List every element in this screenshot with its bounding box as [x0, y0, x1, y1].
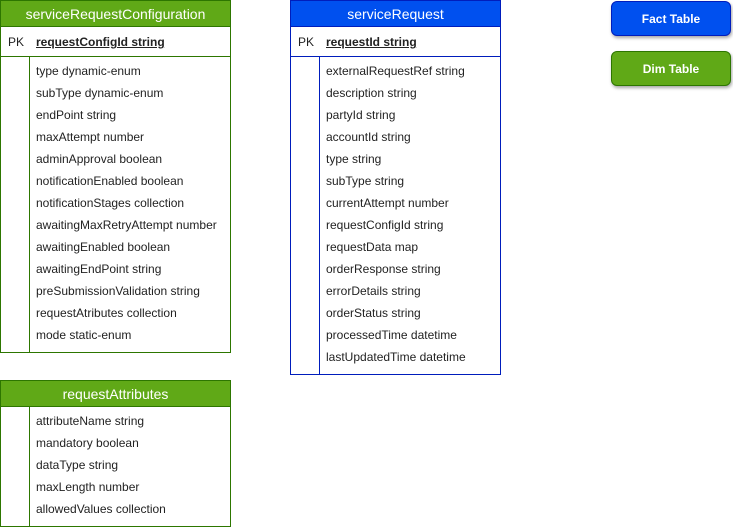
table-field: allowedValues collection: [36, 502, 166, 516]
legend-dim-table: Dim Table: [611, 51, 731, 86]
table-field: subType string: [326, 174, 405, 188]
table-request-attributes[interactable]: requestAttributes attributeName string ma…: [0, 380, 231, 527]
field-list: type dynamic-enum subType dynamic-enum end…: [1, 57, 230, 352]
field-list: externalRequestRef string description str…: [291, 57, 500, 374]
table-field: notificationEnabled boolean: [36, 174, 184, 188]
table-field: description string: [326, 86, 417, 100]
table-field: lastUpdatedTime datetime: [326, 350, 466, 364]
table-field: maxAttempt number: [36, 130, 145, 144]
table-service-request-configuration[interactable]: serviceRequestConfiguration PK requestCo…: [0, 0, 231, 353]
table-field: mandatory boolean: [36, 436, 139, 450]
table-field: awaitingEndPoint string: [36, 262, 162, 276]
table-title: requestAttributes: [1, 381, 230, 407]
table-field: maxLength number: [36, 480, 140, 494]
table-field: mode static-enum: [36, 328, 132, 342]
pk-field: requestId string: [326, 35, 417, 49]
table-field: preSubmissionValidation string: [36, 284, 200, 298]
primary-key-row: PK requestConfigId string: [1, 27, 230, 57]
table-field: orderResponse string: [326, 262, 441, 276]
primary-key-row: PK requestId string: [291, 27, 500, 57]
table-field: externalRequestRef string: [326, 64, 465, 78]
table-field: attributeName string: [36, 414, 145, 428]
table-field: dataType string: [36, 458, 119, 472]
field-list: attributeName string mandatory boolean dat…: [1, 407, 230, 526]
table-title: serviceRequest: [291, 1, 500, 27]
table-field: requestConfigId string: [326, 218, 444, 232]
table-field: notificationStages collection: [36, 196, 185, 210]
column-divider: [29, 57, 30, 352]
table-title: serviceRequestConfiguration: [1, 1, 230, 27]
table-field: adminApproval boolean: [36, 152, 163, 166]
table-service-request[interactable]: serviceRequest PK requestId string exter…: [290, 0, 501, 375]
table-field: accountId string: [326, 130, 411, 144]
pk-label: PK: [297, 35, 314, 49]
table-field: awaitingEnabled boolean: [36, 240, 171, 254]
table-field: processedTime datetime: [326, 328, 457, 342]
table-field: requestAtributes collection: [36, 306, 177, 320]
table-field: errorDetails string: [326, 284, 421, 298]
pk-field: requestConfigId string: [36, 35, 165, 49]
table-field: orderStatus string: [326, 306, 421, 320]
table-field: subType dynamic-enum: [36, 86, 164, 100]
table-field: awaitingMaxRetryAttempt number: [36, 218, 217, 232]
table-field: type string: [326, 152, 382, 166]
legend-fact-table: Fact Table: [611, 1, 731, 36]
table-field: partyId string: [326, 108, 396, 122]
column-divider: [319, 57, 320, 374]
table-field: requestData map: [326, 240, 419, 254]
table-field: currentAttempt number: [326, 196, 449, 210]
pk-label: PK: [7, 35, 24, 49]
table-field: type dynamic-enum: [36, 64, 141, 78]
table-field: endPoint string: [36, 108, 117, 122]
column-divider: [29, 407, 30, 526]
